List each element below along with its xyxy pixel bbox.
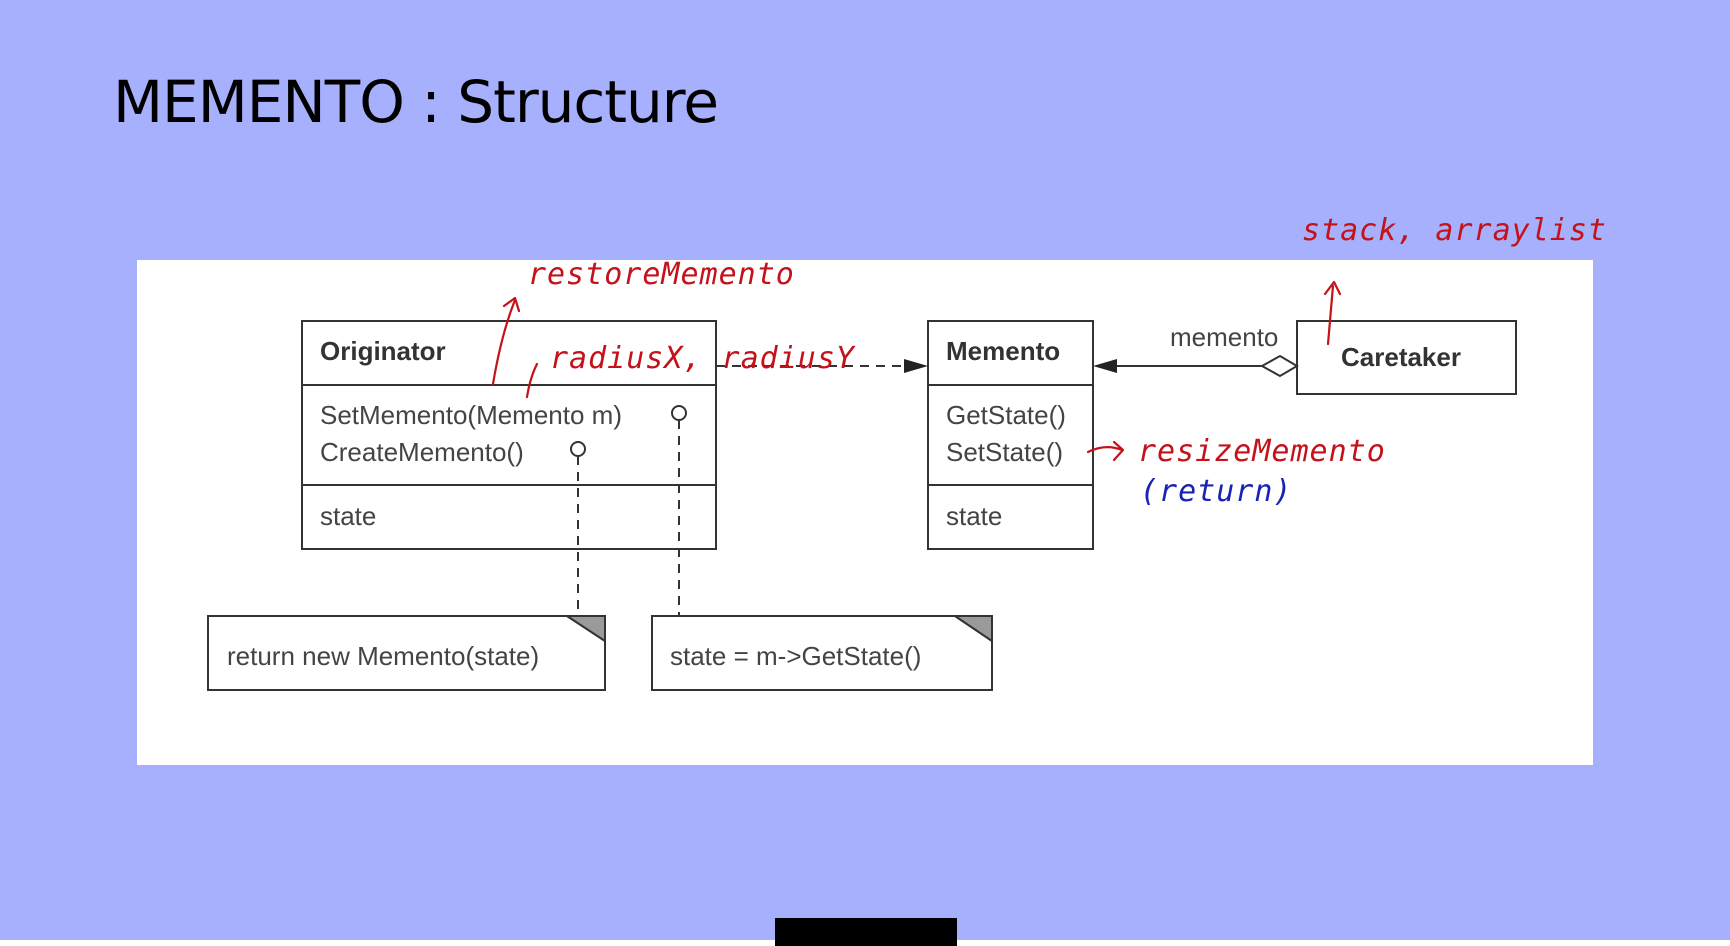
annotation-radius: radiusX, radiusY <box>550 341 856 376</box>
note-anchors <box>570 405 687 616</box>
handwritten-annotations: restoreMemento radiusX, radiusY stack, a… <box>491 213 1607 509</box>
originator-name: Originator <box>320 336 446 366</box>
dependency-arrowhead <box>904 359 928 373</box>
aggregation-diamond <box>1259 354 1299 378</box>
create-memento-anchor-circle <box>570 441 586 457</box>
memento-field-state: state <box>946 501 1002 531</box>
memento-box <box>927 320 1094 550</box>
originator-box <box>301 320 717 550</box>
slide-title: MEMENTO : Structure <box>113 68 719 136</box>
annotation-return: (return) <box>1140 474 1293 509</box>
annotation-set-state-arrow <box>1086 446 1124 454</box>
annotation-stack-arrowhead <box>1323 280 1342 296</box>
annotation-radius-arrow <box>525 362 539 399</box>
create-memento-note-fold <box>563 615 606 643</box>
annotation-set-state-arrowhead <box>1112 440 1125 462</box>
page-indicator-bar <box>775 918 957 946</box>
caretaker-name: Caretaker <box>1341 342 1461 372</box>
originator-class: Originator SetMemento(Memento m) CreateM… <box>301 320 717 550</box>
aggregation-association: memento <box>1093 322 1299 378</box>
caretaker-box <box>1296 320 1517 395</box>
set-memento-note-fold <box>951 615 993 643</box>
annotation-restore-memento: restoreMemento <box>528 257 795 292</box>
annotation-stack-arrow <box>1326 284 1335 346</box>
originator-field-state: state <box>320 501 376 531</box>
memento-method-set-state: SetState() <box>946 437 1063 467</box>
set-memento-note-text: state = m->GetState() <box>670 641 921 671</box>
annotation-restore-arrowhead <box>502 296 521 313</box>
caretaker-class: Caretaker <box>1296 320 1517 395</box>
annotation-restore-arrow <box>491 298 517 386</box>
originator-method-create-memento: CreateMemento() <box>320 437 524 467</box>
memento-name: Memento <box>946 336 1060 366</box>
create-memento-note: return new Memento(state) <box>207 615 606 691</box>
create-memento-note-text: return new Memento(state) <box>227 641 539 671</box>
set-memento-note: state = m->GetState() <box>651 615 993 691</box>
set-memento-note-box <box>651 615 993 691</box>
aggregation-arrowhead <box>1093 359 1117 373</box>
annotation-resize-memento: resizeMemento <box>1138 434 1386 469</box>
memento-method-get-state: GetState() <box>946 400 1066 430</box>
dependency-arrow <box>716 359 928 373</box>
create-memento-note-box <box>207 615 606 691</box>
set-memento-anchor-circle <box>671 405 687 421</box>
annotation-stack-arraylist: stack, arraylist <box>1302 213 1607 248</box>
memento-class: Memento GetState() SetState() state <box>927 320 1094 550</box>
association-label: memento <box>1170 322 1278 352</box>
originator-method-set-memento: SetMemento(Memento m) <box>320 400 622 430</box>
